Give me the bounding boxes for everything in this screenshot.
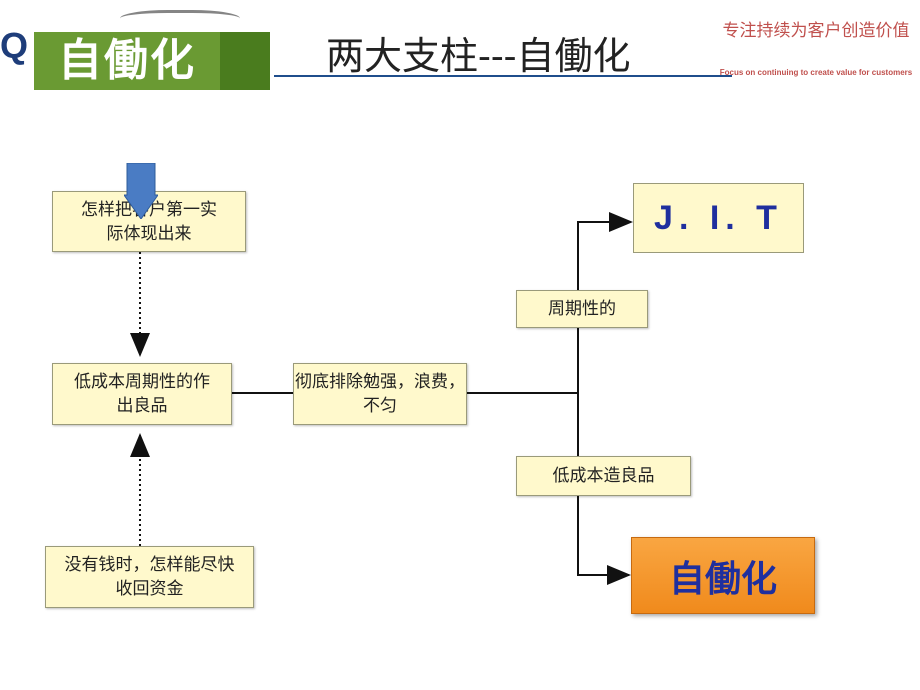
label-periodic-text: 周期性的 xyxy=(548,299,616,319)
box-recover-funds: 没有钱时，怎样能尽快收回资金 xyxy=(45,546,254,608)
slogan: 专注持续为客户创造价值 xyxy=(722,21,910,41)
section-badge: 自働化 xyxy=(34,32,220,90)
box-eliminate-waste-text: 彻底排除勉强，浪费，不匀 xyxy=(295,372,465,416)
box-recover-funds-text: 没有钱时，怎样能尽快收回资金 xyxy=(64,555,235,599)
header-decoration xyxy=(120,10,240,31)
target-jidoka: 自働化 xyxy=(631,537,815,614)
down-arrow-icon xyxy=(124,163,158,219)
logo-letter: Q xyxy=(0,25,29,66)
box-low-cost-cycle-text: 低成本周期性的作出良品 xyxy=(74,372,210,416)
box-customer-first-text: 怎样把客户第一实际体现出来 xyxy=(81,199,217,244)
label-periodic: 周期性的 xyxy=(516,290,648,328)
label-low-cost-good: 低成本造良品 xyxy=(516,456,691,496)
slogan-english: Focus on continuing to create value for … xyxy=(719,68,913,77)
company-logo: Q xyxy=(0,26,34,66)
title-underline xyxy=(274,75,732,77)
page-title: 两大支柱---自働化 xyxy=(326,34,631,78)
label-low-cost-good-text: 低成本造良品 xyxy=(552,466,655,486)
box-low-cost-cycle: 低成本周期性的作出良品 xyxy=(52,363,232,425)
target-jit: J. I. T xyxy=(633,183,804,253)
box-eliminate-waste: 彻底排除勉强，浪费，不匀 xyxy=(293,363,467,425)
